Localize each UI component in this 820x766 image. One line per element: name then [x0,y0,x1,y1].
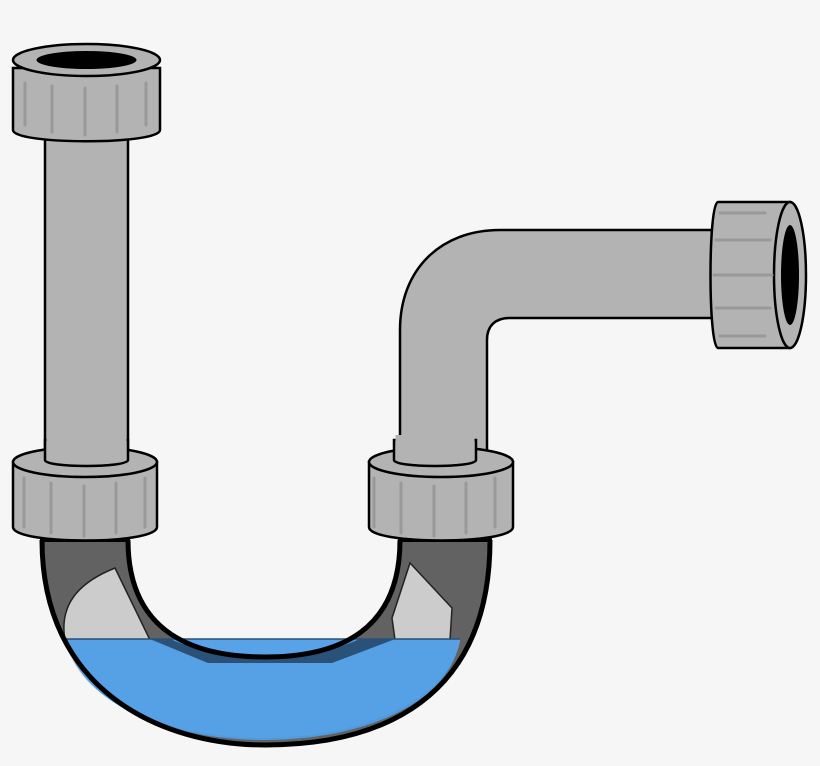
top-left-nut [11,42,162,143]
right-elbow-pipe [398,228,717,467]
right-end-nut [709,200,808,350]
u-bend-outline [39,539,493,748]
u-bend [39,538,493,748]
pipe-opening [781,225,799,325]
pipe-opening [36,51,137,69]
bottom-left-nut [11,435,159,542]
water [66,639,460,740]
water-shadow [150,639,395,663]
left-vertical-pipe [43,128,130,467]
bottom-right-nut [367,435,515,542]
